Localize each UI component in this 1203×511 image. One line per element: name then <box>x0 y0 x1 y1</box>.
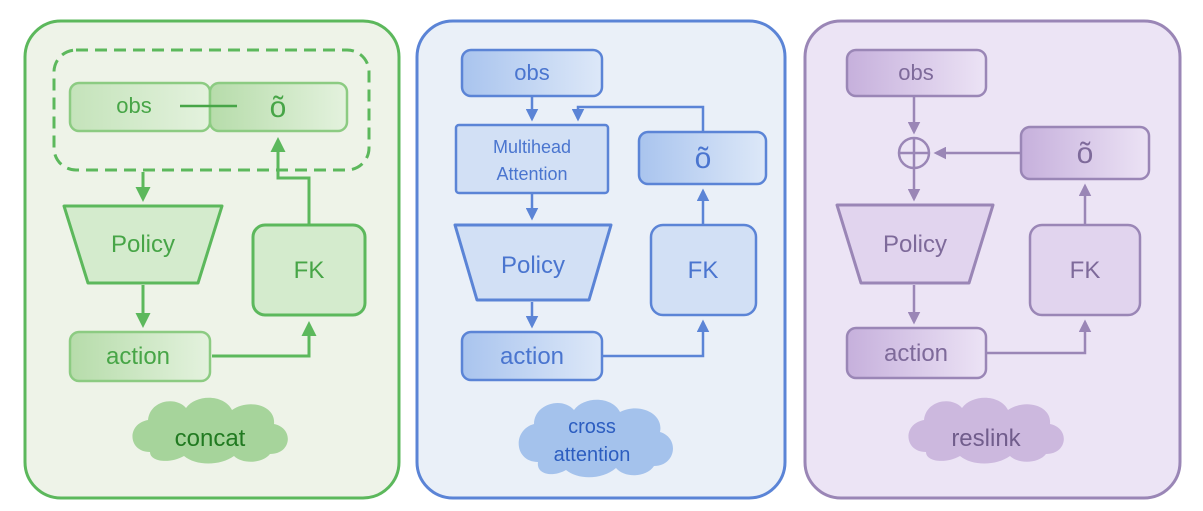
arrow-action-to-fk <box>212 321 317 358</box>
action-label: action <box>500 343 564 370</box>
policy-block <box>453 223 613 302</box>
cloud-reslink-label: reslink <box>951 425 1021 452</box>
arrow-action-to-fk <box>602 319 710 358</box>
arrow-action-to-fk <box>986 319 1092 355</box>
arrow-fk-to-o-tilde <box>270 137 311 225</box>
policy-label: Policy <box>501 252 565 279</box>
action-label: action <box>106 343 170 370</box>
o-tilde-label: õ <box>695 142 712 175</box>
attention-label-line1: Multihead <box>493 137 571 157</box>
cloud-cross-attention <box>518 399 673 478</box>
o-tilde-label: õ <box>1077 137 1094 170</box>
concat-group-dashed <box>52 48 371 172</box>
o-tilde-label: õ <box>270 91 287 124</box>
fk-label: FK <box>294 257 325 284</box>
fk-label: FK <box>1070 257 1101 284</box>
obs-box <box>845 48 988 98</box>
cloud-label-line2: attention <box>554 444 631 466</box>
policy-label: Policy <box>111 231 175 258</box>
fk-label: FK <box>688 257 719 284</box>
action-label: action <box>884 340 948 367</box>
panel-reslink: obs õ Policy action FK reslink <box>803 19 1182 500</box>
cloud-reslink <box>908 397 1064 464</box>
cloud-concat <box>132 397 288 464</box>
policy-block <box>62 204 224 285</box>
attention-label-line2: Attention <box>496 164 567 184</box>
panel-concat: obs õ Policy action FK concat <box>23 19 401 500</box>
action-box <box>68 330 212 383</box>
policy-block <box>835 203 995 285</box>
obs-label: obs <box>116 93 151 118</box>
cloud-label-line1: cross <box>568 416 616 438</box>
policy-label: Policy <box>883 231 947 258</box>
obs-label: obs <box>514 60 549 85</box>
cloud-concat-label: concat <box>175 425 246 452</box>
arrow-o-tilde-to-attention <box>571 105 705 132</box>
panel-cross-attention: obs Multihead Attention õ Policy action … <box>415 19 787 500</box>
obs-label: obs <box>898 60 933 85</box>
